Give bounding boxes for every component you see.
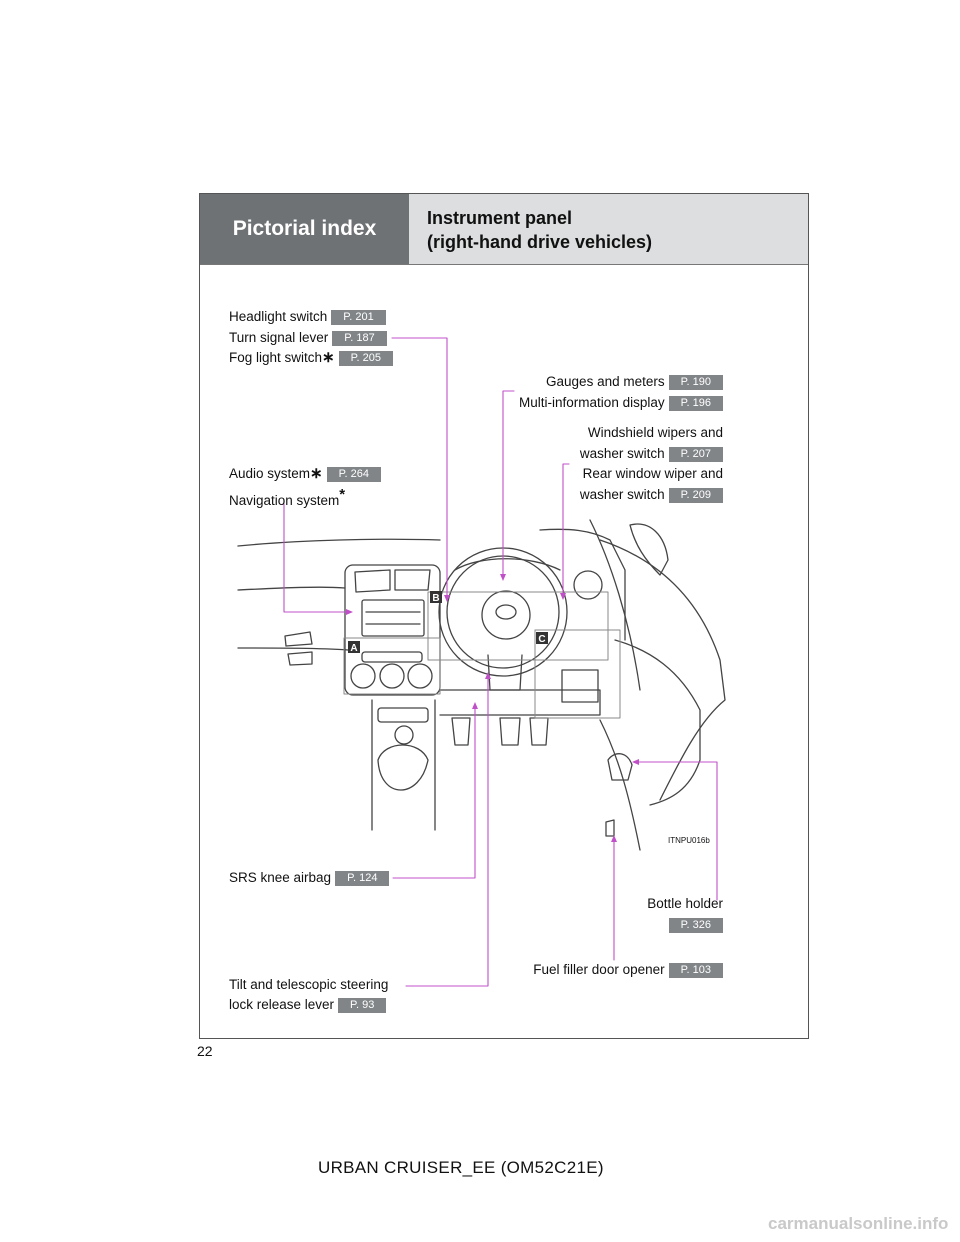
leader-audio — [283, 503, 351, 613]
gauge-cluster — [573, 570, 603, 600]
dashboard-left-edge — [237, 586, 346, 591]
pedal-right — [529, 717, 549, 746]
section-tab: Pictorial index — [200, 194, 409, 264]
page-ref-audio[interactable]: P. 264 — [326, 467, 382, 482]
climate-dial-right — [407, 663, 433, 689]
label-bottle-holder: Bottle holder — [647, 896, 723, 911]
glovebox — [561, 669, 599, 703]
label-tilt-line-1: Tilt and telescopic steering — [229, 977, 389, 992]
callout-b-box — [427, 591, 609, 661]
shift-knob — [394, 725, 414, 745]
page-ref-srs-knee[interactable]: P. 124 — [335, 871, 390, 886]
header-divider — [200, 264, 808, 265]
page-title: Instrument panel (right-hand drive vehic… — [409, 194, 808, 264]
leader-wipers — [562, 463, 570, 599]
center-vent-left — [354, 569, 391, 593]
watermark: carmanualsonline.info — [768, 1214, 949, 1233]
side-vent — [284, 631, 313, 647]
center-console — [371, 699, 436, 831]
callout-b-letter: B — [432, 593, 439, 604]
lower-dash — [439, 689, 601, 716]
door-pocket — [599, 719, 641, 851]
label-fog-light-switch: Fog light switch∗P. 205 — [229, 348, 394, 368]
page-ref-headlight[interactable]: P. 201 — [331, 310, 386, 325]
page-ref-bottle-holder[interactable]: P. 326 — [668, 918, 723, 933]
side-mirror — [629, 523, 669, 576]
climate-dial-left — [350, 663, 376, 689]
steering-hub — [481, 590, 531, 640]
leader-bottle — [634, 761, 718, 901]
leader-gauges — [502, 390, 515, 579]
label-windshield-line-1: Windshield wipers and — [587, 425, 723, 440]
figure-id: ITNPU016b — [668, 836, 710, 845]
callout-c-tag — [536, 632, 548, 644]
page-ref-fuel-filler[interactable]: P. 103 — [668, 963, 723, 978]
center-vent-right — [394, 569, 431, 591]
page-ref-windshield[interactable]: P. 207 — [668, 447, 723, 462]
page-frame — [199, 193, 809, 1039]
page-number: 22 — [197, 1043, 213, 1059]
dashboard-top-edge — [237, 538, 441, 547]
option-mark: * — [339, 486, 346, 503]
bottle-holder-shape — [607, 753, 633, 781]
toyota-emblem — [495, 604, 517, 620]
callout-c-box — [534, 629, 621, 719]
shifter-boot — [377, 744, 429, 791]
leader-lines — [283, 337, 718, 987]
label-bottle-holder-ref: P. 326 — [665, 915, 723, 935]
fuel-opener-shape — [605, 819, 615, 837]
label-navigation-system: Navigation system* — [229, 486, 346, 508]
audio-unit — [361, 599, 425, 637]
callout-a-tag — [348, 641, 360, 653]
callout-a-letter: A — [350, 643, 357, 654]
console-switches — [377, 707, 429, 723]
leader-arrowheads — [346, 574, 639, 842]
climate-strip — [361, 651, 423, 663]
label-rear-wiper-line-1: Rear window wiper and — [582, 466, 723, 481]
leader-srs — [392, 704, 476, 879]
meter-hood — [454, 558, 561, 571]
page-ref-gauges[interactable]: P. 190 — [668, 375, 723, 390]
leader-headlight — [391, 337, 448, 601]
pedal-left — [451, 717, 471, 746]
label-audio-system: Audio system∗P. 264 — [229, 464, 382, 484]
callout-b-tag — [430, 591, 442, 603]
center-stack — [344, 564, 441, 696]
climate-dial-mid — [379, 663, 405, 689]
page-ref-multi-info[interactable]: P. 196 — [668, 396, 723, 411]
page-ref-rear-wiper[interactable]: P. 209 — [668, 488, 723, 503]
page-ref-turn-signal[interactable]: P. 187 — [332, 331, 387, 346]
page-ref-tilt[interactable]: P. 93 — [338, 998, 387, 1013]
windshield-pillar — [589, 519, 641, 691]
callout-a-box — [343, 637, 441, 695]
title-line-2: (right-hand drive vehicles) — [427, 232, 653, 252]
dashboard-lower-edge — [237, 647, 349, 651]
leader-tilt — [405, 674, 489, 987]
door-panel — [599, 539, 726, 801]
option-mark: ∗ — [310, 465, 323, 482]
page-ref-fog-light[interactable]: P. 205 — [338, 351, 394, 366]
pedal-mid — [499, 717, 521, 746]
side-vent-lower — [287, 651, 313, 666]
callout-c-letter: C — [538, 634, 545, 645]
door-armrest — [614, 639, 701, 806]
title-line-1: Instrument panel — [427, 208, 573, 228]
dashboard-right-edge — [539, 528, 626, 641]
option-mark: ∗ — [322, 349, 335, 366]
document-footer: URBAN CRUISER_EE (OM52C21E) — [318, 1158, 604, 1177]
